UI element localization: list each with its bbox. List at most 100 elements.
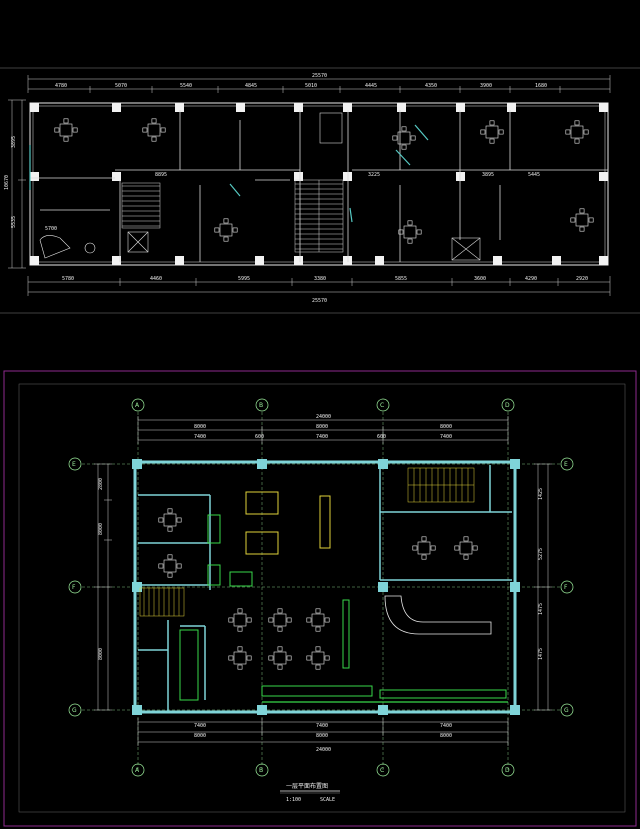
p2-dim-top-sub-2: 8000 xyxy=(316,424,328,430)
curved-bar-counter xyxy=(384,595,492,635)
svg-text:E: E xyxy=(72,461,76,468)
dim-inner-2: 5700 xyxy=(45,226,57,232)
dim-left-total: 10670 xyxy=(4,175,10,190)
p2-dim-right-2: 5275 xyxy=(538,548,544,560)
dim-top-6: 4445 xyxy=(365,83,377,89)
plan2-left-dims xyxy=(94,463,112,711)
card-table xyxy=(228,646,252,670)
dim-top-8: 3900 xyxy=(480,83,492,89)
card-table xyxy=(570,208,594,232)
svg-text:D: D xyxy=(505,767,510,774)
card-table xyxy=(158,508,182,532)
p2-dim-left-2: 8000 xyxy=(98,523,104,535)
plan2-interior-walls xyxy=(138,465,512,712)
dim-bottom-3: 5995 xyxy=(238,276,250,282)
dim-total-top: 25570 xyxy=(312,73,327,79)
plan2-top-dims xyxy=(137,416,509,444)
dim-left-2: 5535 xyxy=(11,216,17,228)
p2-dim-top-sub-3: 8000 xyxy=(440,424,452,430)
teal-accents xyxy=(29,124,429,223)
sofa xyxy=(39,235,96,259)
dim-top-5: 5010 xyxy=(305,83,317,89)
dim-bottom-6: 3600 xyxy=(474,276,486,282)
interior-walls xyxy=(30,110,608,262)
svg-text:F: F xyxy=(564,584,568,591)
top-dimension-chain xyxy=(27,75,611,93)
left-dimension-chain xyxy=(8,99,26,269)
svg-text:E: E xyxy=(564,461,568,468)
scale-label: SCALE xyxy=(320,797,335,803)
p2-dim-left-1: 2800 xyxy=(98,478,104,490)
plan2-staircase-left xyxy=(139,587,185,617)
axis-labels: A B C D A B C D E F G E F G xyxy=(72,402,569,774)
dim-top-2: 5070 xyxy=(115,83,127,89)
p2-dim-top-small-1: 7400 xyxy=(194,434,206,440)
card-table xyxy=(565,120,589,144)
svg-text:B: B xyxy=(259,767,263,774)
green-counters xyxy=(179,514,507,701)
card-table xyxy=(228,608,252,632)
p2-dim-top-total: 24000 xyxy=(316,414,331,420)
bottom-dimension-chain xyxy=(27,276,611,296)
p2-dim-bottom-small-2: 7400 xyxy=(316,723,328,729)
p2-dim-bottom-sub-3: 8000 xyxy=(440,733,452,739)
p2-dim-top-sub-1: 8000 xyxy=(194,424,206,430)
p2-dim-top-small-5: 7400 xyxy=(440,434,452,440)
card-table xyxy=(158,554,182,578)
svg-text:A: A xyxy=(135,402,140,409)
floor-plan-top: 25570 4780 5070 5540 4845 5010 4445 4350… xyxy=(0,67,640,314)
card-table xyxy=(306,646,330,670)
dim-top-9: 1680 xyxy=(535,83,547,89)
card-table xyxy=(480,120,504,144)
card-table xyxy=(268,608,292,632)
svg-text:G: G xyxy=(564,707,569,714)
scale-value: 1:100 xyxy=(286,797,301,803)
card-table xyxy=(398,220,422,244)
plan2-bottom-dims xyxy=(137,718,509,746)
dim-bottom-4: 3380 xyxy=(314,276,326,282)
card-table xyxy=(268,646,292,670)
p2-dim-bottom-small-3: 7400 xyxy=(440,723,452,729)
card-table xyxy=(306,608,330,632)
structural-columns xyxy=(30,103,608,265)
p2-dim-bottom-small-1: 7400 xyxy=(194,723,206,729)
axis-bubbles-top xyxy=(68,398,574,777)
p2-dim-left-3: 8000 xyxy=(98,648,104,660)
p2-dim-top-small-3: 7400 xyxy=(316,434,328,440)
card-tables xyxy=(54,118,594,244)
dim-bottom-1: 5780 xyxy=(62,276,74,282)
dim-bottom-8: 2920 xyxy=(576,276,588,282)
dim-inner-5: 5445 xyxy=(528,172,540,178)
p2-dim-right-3: 1475 xyxy=(538,603,544,615)
dim-bottom-2: 4460 xyxy=(150,276,162,282)
dim-bottom-7: 4290 xyxy=(525,276,537,282)
card-table xyxy=(412,536,436,560)
plan2-right-dims xyxy=(534,463,552,711)
central-staircase xyxy=(294,179,344,253)
svg-text:B: B xyxy=(259,402,263,409)
left-staircase xyxy=(121,182,161,229)
plan2-staircase-right xyxy=(407,467,475,503)
p2-dim-bottom-sub-1: 8000 xyxy=(194,733,206,739)
p2-dim-right-1: 1425 xyxy=(538,488,544,500)
p2-dim-bottom-total: 24000 xyxy=(316,747,331,753)
plan2-card-tables xyxy=(158,508,478,670)
dim-total-bottom: 25570 xyxy=(312,298,327,304)
wall-columns xyxy=(132,459,520,715)
dim-top-1: 4780 xyxy=(55,83,67,89)
p2-dim-right-4: 1475 xyxy=(538,648,544,660)
sheet-frame xyxy=(3,370,637,827)
dim-top-7: 4350 xyxy=(425,83,437,89)
axis-grid-lines xyxy=(82,412,560,770)
drawing-title: 一层平面布置图 xyxy=(286,782,328,790)
svg-text:A: A xyxy=(135,767,140,774)
dim-inner-4: 3895 xyxy=(482,172,494,178)
dim-left-1: 3895 xyxy=(11,136,17,148)
dim-bottom-5: 5855 xyxy=(395,276,407,282)
dim-top-4: 4845 xyxy=(245,83,257,89)
p2-dim-top-small-4: 600 xyxy=(377,434,386,440)
card-table xyxy=(214,218,238,242)
exterior-walls xyxy=(133,460,517,714)
dim-top-3: 5540 xyxy=(180,83,192,89)
pool-tables xyxy=(245,491,331,555)
